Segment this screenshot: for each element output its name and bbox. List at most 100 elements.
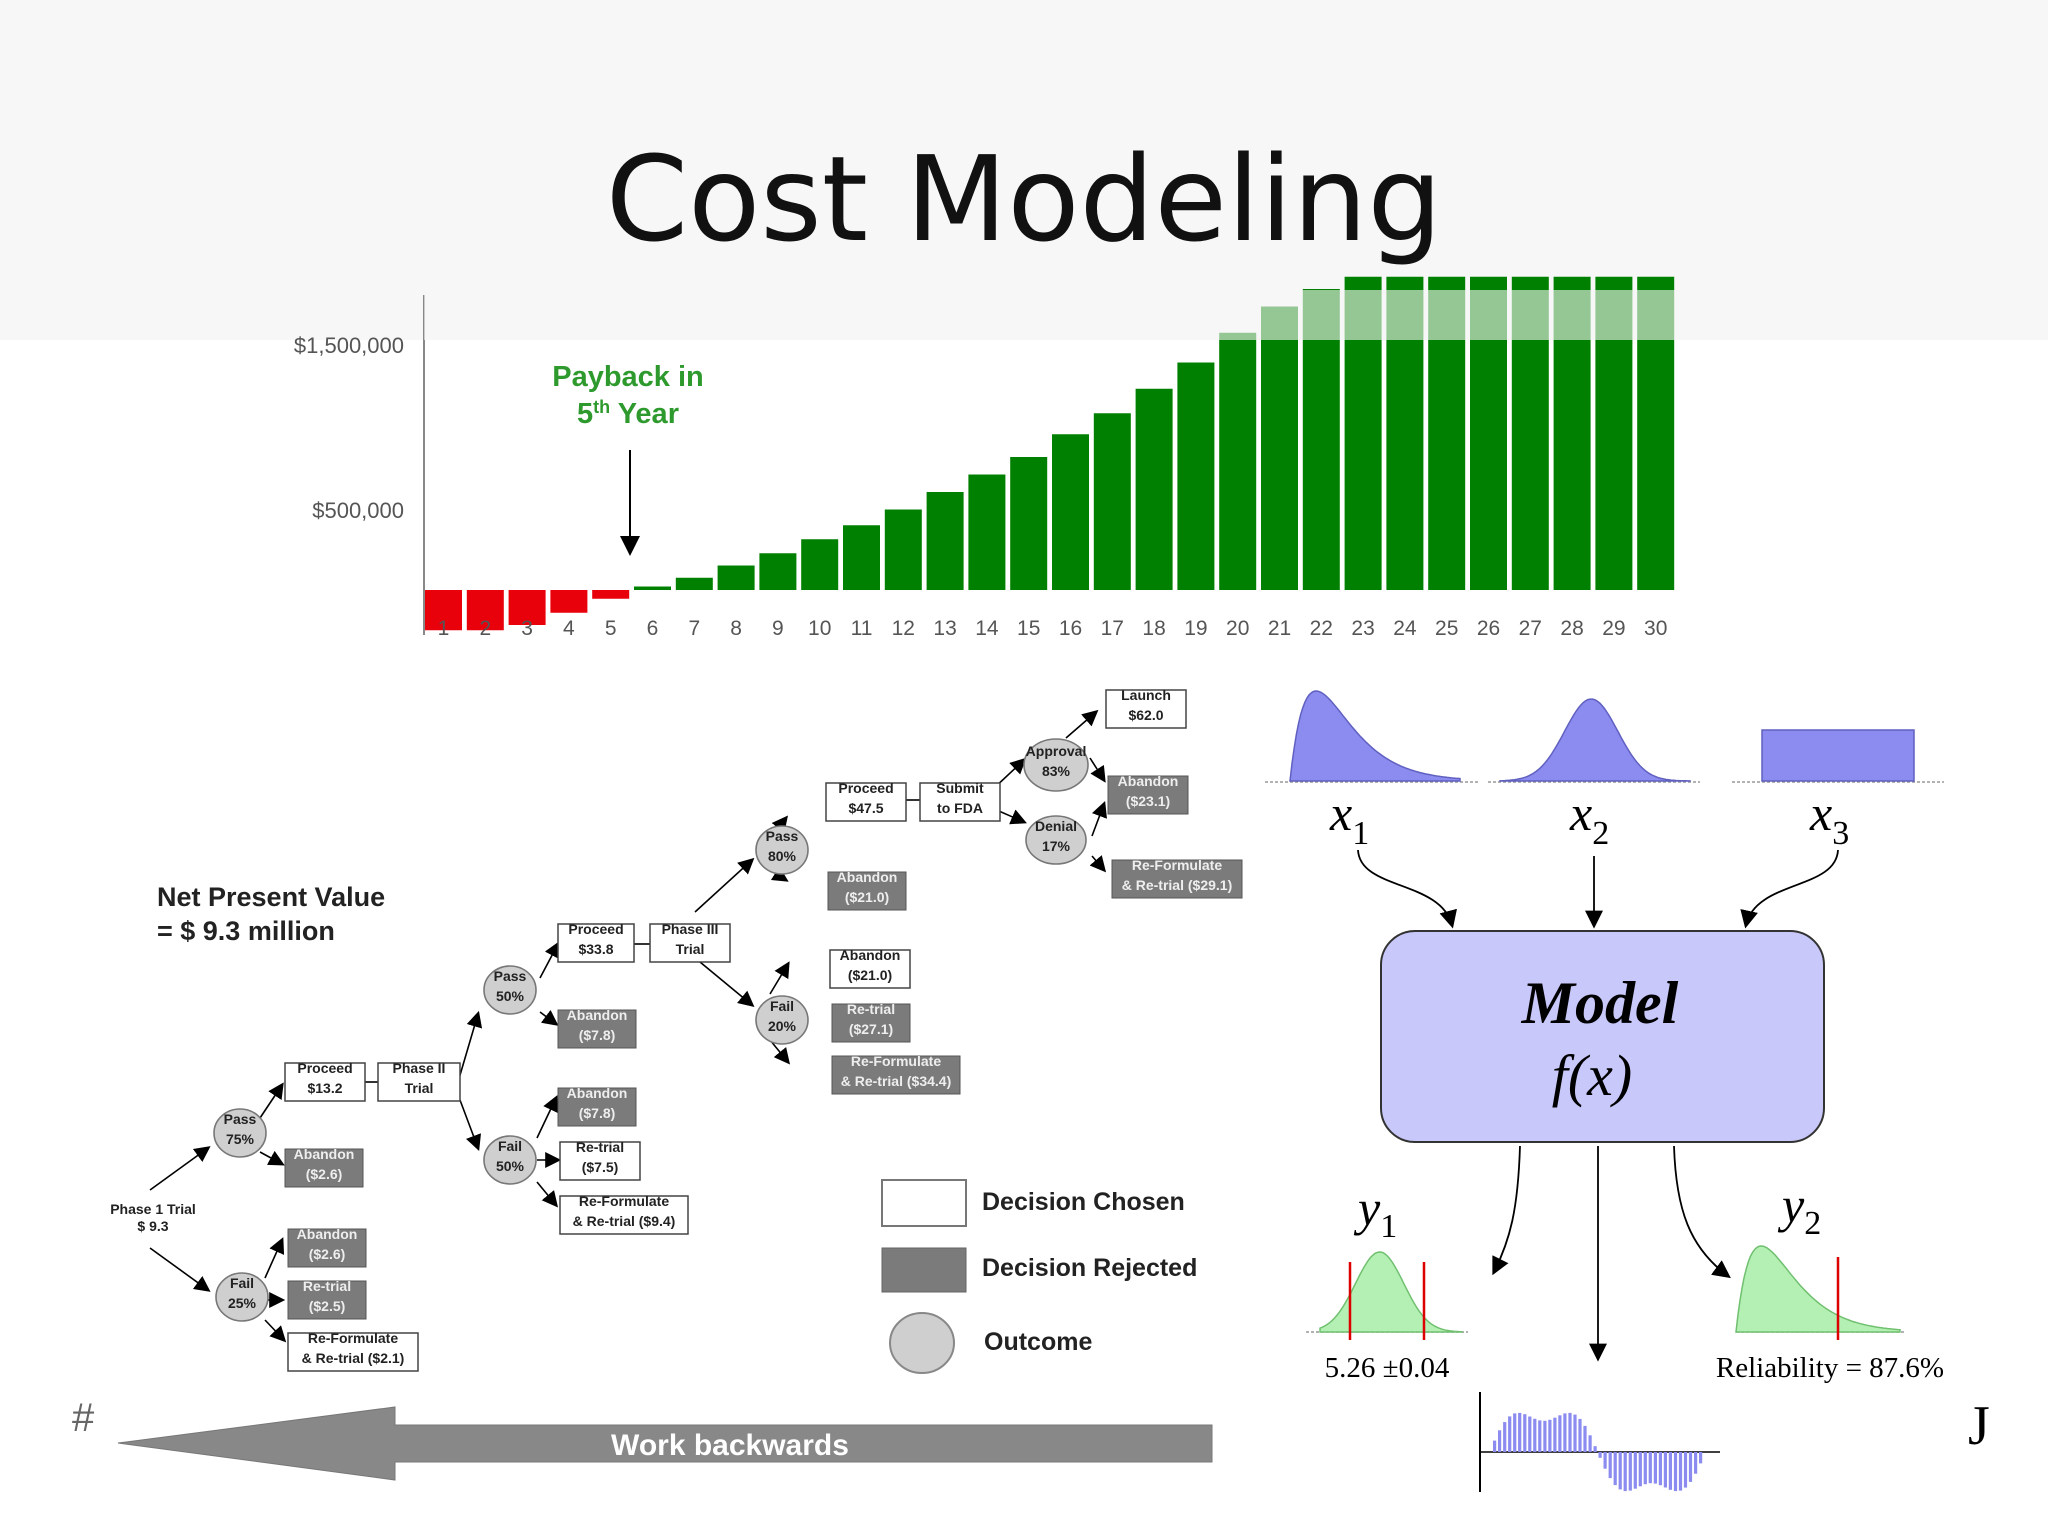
x-tick-label: 5 [605,617,617,640]
rejected-reformulate-34-4-text: & Re-trial ($34.4) [841,1073,951,1089]
sensitivity-bar [1613,1452,1617,1486]
x-tick-label: 26 [1477,617,1500,640]
rejected-abandon-2-6-b [287,1228,367,1268]
sensitivity-bar [1503,1422,1507,1452]
rejected-abandon-7-8-a [557,1009,637,1049]
outcome-approval-83 [1023,738,1089,792]
y1-distribution [1319,1251,1463,1333]
sensitivity-bar [1583,1425,1587,1452]
chosen-retrial-7-5-text: ($7.5) [582,1159,619,1175]
x-tick-label: 8 [730,617,742,640]
chosen-reformulate-2-1-text: & Re-trial ($2.1) [302,1350,405,1366]
x-tick-label: 6 [647,617,659,640]
sensitivity-bar [1493,1440,1497,1452]
rejected-reformulate-29-1 [1111,859,1243,899]
sensitivity-bar [1548,1419,1552,1452]
sensitivity-bar [1638,1452,1642,1487]
rejected-reformulate-34-4-text: Re-Formulate [851,1053,941,1069]
outcome-approval-83-text: Approval [1026,743,1087,759]
bar-year-4 [550,590,588,613]
bar-year-17 [1093,413,1131,590]
tree-nodes: Phase 1 Trial$ 9.3Pass75%Fail25%Pass50%F… [110,687,1243,1372]
x-tick-label: 15 [1017,617,1040,640]
x-tick-label: 22 [1310,617,1333,640]
chosen-abandon-21-0 [829,949,911,989]
sensitivity-bar [1558,1415,1562,1452]
slide-number-marker: # [72,1396,95,1440]
outcome-fail-20-text: Fail [770,998,794,1014]
x-tick-label: 23 [1351,617,1374,640]
sensitivity-bar [1518,1412,1522,1452]
sensitivity-bar [1623,1452,1627,1492]
x-tick-label: 4 [563,617,575,640]
sensitivity-bar [1553,1417,1557,1452]
chosen-reformulate-2-1 [287,1332,419,1372]
chosen-launch-62-0-text: $62.0 [1128,707,1163,723]
x-tick-label: 9 [772,617,784,640]
rejected-abandon-2-6-a-text: Abandon [294,1146,355,1162]
bar-year-21 [1261,306,1298,590]
chosen-submit-fda-text: to FDA [937,800,983,816]
bar-year-18 [1135,388,1173,590]
payback-annotation-line1: Payback in [552,361,704,393]
x-tick-label: 19 [1184,617,1207,640]
rejected-abandon-21-0 [827,871,907,911]
bar-year-11 [843,525,880,590]
y1-value: 5.26 ±0.04 [1325,1352,1450,1384]
chosen-submit-fda-text: Submit [936,780,984,796]
chosen-submit-fda [919,782,1001,822]
sensitivity-bar [1673,1452,1678,1492]
rejected-abandon-7-8-a-text: ($7.8) [579,1027,616,1043]
x-tick-label: 1 [438,617,450,640]
outcome-fail-20 [755,995,809,1045]
rejected-abandon-7-8-b [557,1087,637,1127]
sensitivity-bar [1513,1413,1517,1452]
bar-year-20 [1219,332,1257,590]
sensitivity-bar [1498,1430,1502,1452]
title-band-overlay [424,290,1684,340]
sensitivity-bar [1688,1452,1693,1482]
x-tick-label: 7 [688,617,700,640]
outcome-pass-50 [483,965,537,1015]
bar-year-2 [466,590,504,631]
rejected-retrial-2-5-text: Re-trial [303,1278,351,1294]
x-tick-label: 27 [1519,617,1542,640]
sensitivity-bar [1648,1452,1652,1484]
outcome-pass-80-text: Pass [766,828,799,844]
outcome-pass-50-text: 50% [496,988,525,1004]
bar-year-7 [675,577,713,590]
outcome-pass-50-text: Pass [494,968,527,984]
input-arrows [1357,849,1839,929]
sensitivity-bar [1543,1420,1547,1452]
work-backwards-label: Work backwards [611,1429,849,1462]
reliability-value: Reliability = 87.6% [1716,1352,1944,1384]
x-tick-label: 29 [1602,617,1625,640]
outcome-pass-75 [213,1108,267,1158]
rejected-abandon-2-6-a-text: ($2.6) [306,1166,343,1182]
outcome-fail-50-text: Fail [498,1138,522,1154]
chosen-abandon-21-0-text: ($21.0) [848,967,892,983]
x-tick-label: 12 [892,617,915,640]
rejected-abandon-23-1 [1107,775,1189,815]
outcome-pass-80 [755,825,809,875]
outcome-denial-17-text: Denial [1035,818,1077,834]
chosen-launch-62-0 [1105,689,1187,729]
x3-label: x3 [1809,785,1849,852]
rejected-abandon-7-8-a-text: Abandon [567,1007,628,1023]
chosen-reformulate-9-4-text: & Re-trial ($9.4) [573,1213,676,1229]
legend-outcome-label: Outcome [984,1328,1092,1356]
chosen-proceed-13-2-text: Proceed [297,1060,352,1076]
bar-year-16 [1052,434,1089,590]
outcome-fail-25-text: Fail [230,1275,254,1291]
bar-year-6 [634,586,671,590]
x-tick-label: 18 [1142,617,1165,640]
chosen-proceed-33-8-text: Proceed [568,921,623,937]
outcome-fail-50-text: 50% [496,1158,525,1174]
x-tick-label: 25 [1435,617,1458,640]
outcome-denial-17-text: 17% [1042,838,1071,854]
x1-label: x1 [1329,785,1369,852]
chosen-launch-62-0-text: Launch [1121,687,1171,703]
annotation-superscript: th [593,397,610,417]
x-tick-label: 2 [479,617,491,640]
rejected-retrial-27-1-text: Re-trial [847,1001,895,1017]
